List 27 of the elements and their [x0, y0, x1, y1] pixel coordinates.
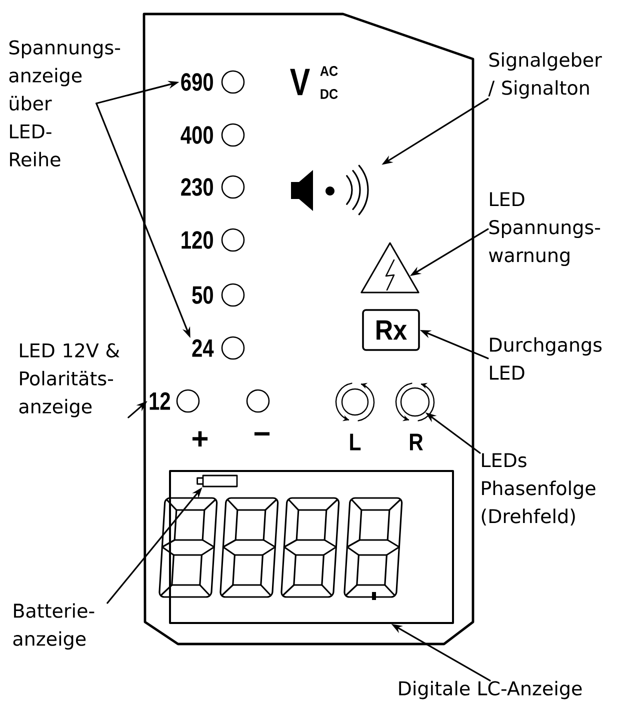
callout-text: LED 12V & Polaritäts- anzeige — [19, 343, 120, 418]
callout-text: LEDs Phasenfolge (Drehfeld) — [482, 453, 596, 526]
polarity-sign: + — [192, 431, 208, 446]
voltage-value: 400 — [180, 126, 213, 144]
polarity-sign: − — [254, 432, 270, 436]
battery-icon — [196, 474, 238, 488]
unit-symbol: AC — [320, 66, 338, 76]
warning-triangle — [360, 242, 420, 294]
phase-letter: R — [410, 434, 423, 450]
voltage-value: 12 — [150, 392, 170, 410]
callout-text: Batterie- anzeige — [13, 603, 94, 650]
voltage-value: 120 — [182, 231, 213, 249]
voltage-value: 690 — [181, 73, 213, 91]
unit-symbol: DC — [320, 89, 338, 99]
phase-letter: L — [350, 434, 361, 450]
rotation-led — [395, 382, 435, 422]
voltage-value: 230 — [181, 178, 213, 196]
voltage-value: 50 — [192, 286, 213, 304]
callout-text: Signalgeber / Signalton — [488, 52, 602, 99]
callout-text: Digitale LC-Anzeige — [399, 680, 582, 700]
callout-text: Durchgangs LED — [490, 337, 602, 380]
callout-text: LED Spannungs- warnung — [489, 192, 600, 266]
lcd-display — [169, 470, 454, 624]
voltage-value: 24 — [192, 339, 214, 357]
speaker-icon — [291, 170, 334, 211]
unit-symbol: V — [290, 68, 310, 96]
callout-text: Spannungs- anzeige über LED- Reihe — [9, 40, 120, 167]
